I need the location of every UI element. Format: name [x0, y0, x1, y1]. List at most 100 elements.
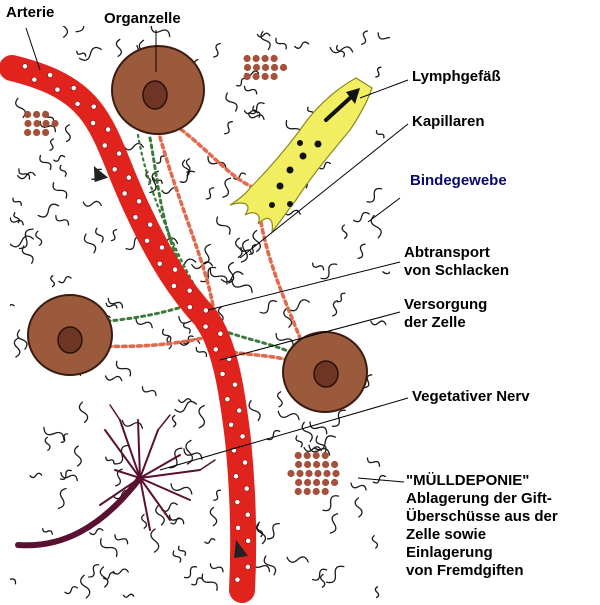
tissue-fiber: [191, 577, 203, 586]
artery-blood-cell: [243, 485, 250, 492]
tissue-fiber: [10, 303, 15, 307]
tissue-fiber: [375, 129, 385, 139]
tissue-fiber: [209, 506, 218, 527]
tissue-fiber: [75, 26, 85, 33]
label-muelldeponie: "MÜLLDEPONIE" Ablagerung der Gift- Übers…: [406, 472, 558, 580]
tissue-fiber: [329, 46, 354, 54]
tissue-fiber: [303, 446, 322, 452]
deposit-dot: [313, 478, 321, 487]
tissue-fiber: [295, 435, 303, 448]
tissue-fiber: [331, 300, 339, 317]
deposit-dot: [270, 63, 279, 72]
deposit-dot: [243, 54, 251, 63]
tissue-fiber: [320, 263, 338, 280]
vegetativer-nerv: [15, 404, 216, 549]
tissue-fiber: [55, 215, 70, 226]
tissue-fiber: [141, 513, 148, 529]
deposit-dot: [33, 110, 41, 119]
tissue-fiber: [76, 50, 87, 57]
tissue-fiber: [95, 227, 104, 243]
tissue-fiber: [201, 573, 218, 591]
tissue-fiber: [224, 121, 233, 135]
tissue-fiber: [161, 502, 178, 512]
deposit-dot: [261, 54, 269, 63]
tissue-fiber: [183, 448, 203, 460]
artery-blood-cell: [147, 221, 154, 228]
tissue-fiber: [216, 216, 231, 235]
tissue-fiber: [50, 275, 56, 288]
tissue-fiber: [52, 182, 68, 199]
deposit-dot: [287, 469, 295, 478]
tissue-fiber: [82, 200, 102, 207]
tissue-fiber: [203, 243, 211, 265]
tissue-fiber: [42, 528, 53, 535]
deposit-dot: [33, 128, 41, 137]
tissue-fiber: [263, 555, 277, 576]
deposit-dot: [252, 63, 261, 72]
deposit-dot: [313, 460, 321, 469]
tissue-fiber: [121, 419, 144, 429]
label-bindegewebe: Bindegewebe: [410, 172, 507, 189]
artery-blood-cell: [22, 63, 28, 70]
tissue-fiber: [100, 538, 118, 558]
label-abtransport-line1: Abtransport: [404, 244, 490, 261]
artery-blood-cell: [105, 126, 112, 133]
artery-blood-cell: [186, 304, 193, 310]
tissue-fiber: [217, 306, 224, 323]
deposit-dot: [305, 469, 313, 478]
artery-blood-cell: [219, 371, 226, 377]
tissue-fiber: [35, 230, 43, 246]
deposit-dot: [294, 451, 302, 460]
tissue-fiber: [110, 228, 118, 242]
tissue-fiber: [243, 85, 258, 95]
tissue-fiber: [275, 37, 287, 50]
tissue-fiber: [382, 270, 390, 275]
tissue-fiber: [314, 435, 336, 451]
tissue-fiber: [18, 228, 34, 250]
tissue-fiber: [266, 429, 281, 441]
artery-blood-cell: [156, 260, 163, 267]
tissue-fiber: [80, 574, 91, 599]
artery-blood-cell: [121, 190, 128, 197]
deposit-dot: [296, 469, 304, 478]
tissue-fiber: [73, 445, 82, 467]
tissue-fiber: [195, 346, 208, 358]
deposit-dot: [51, 119, 59, 128]
tissue-fiber: [44, 436, 51, 451]
tissue-fiber: [150, 528, 160, 553]
tissue-fiber: [170, 517, 183, 525]
tissue-fiber: [350, 482, 367, 491]
tissue-fiber: [220, 271, 244, 283]
deposit-dot: [323, 469, 331, 478]
artery-blood-cell: [244, 564, 251, 570]
artery-blood-cell: [144, 237, 150, 244]
artery-blood-cell: [159, 244, 165, 251]
deposit-dot: [243, 63, 252, 72]
artery-blood-cell: [132, 214, 139, 221]
artery-blood-cell: [236, 407, 243, 414]
tissue-fiber: [329, 513, 339, 534]
tissue-fiber: [375, 66, 382, 78]
tissue-fiber: [171, 414, 177, 428]
artery-blood-cell: [54, 86, 61, 93]
tissue-fiber: [209, 267, 228, 285]
deposit-dot: [331, 460, 339, 469]
tissue-fiber: [39, 154, 52, 171]
artery-blood-cell: [239, 433, 246, 440]
tissue-fiber: [320, 573, 326, 588]
tissue-fiber: [57, 487, 67, 509]
artery-blood-cell: [233, 473, 239, 480]
label-muell-line1: "MÜLLDEPONIE": [406, 472, 530, 489]
pointer-lines: [25, 27, 409, 483]
deposit-dot: [295, 478, 303, 487]
deposit-dot: [303, 451, 311, 460]
label-muell-line2: Ablagerung der Gift-: [406, 490, 552, 507]
organzelle-top: [111, 45, 205, 135]
artery-blood-cell: [31, 76, 38, 83]
tissue-fiber: [256, 524, 264, 538]
tissue-fiber: [17, 171, 36, 180]
label-vegetativer-nerv: Vegetativer Nerv: [412, 388, 530, 405]
tissue-fiber: [326, 565, 345, 584]
tissue-fiber: [172, 550, 182, 563]
